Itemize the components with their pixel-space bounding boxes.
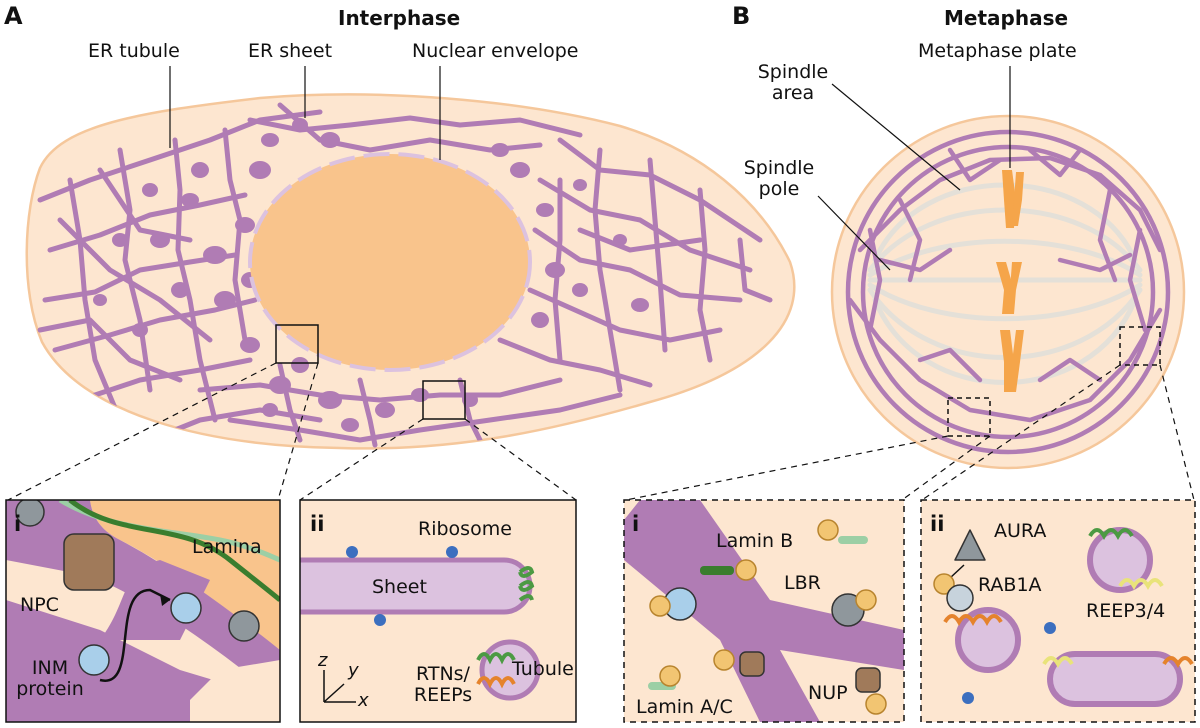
label-er-sheet: ER sheet: [248, 40, 333, 62]
label-spindle-pole: Spindle pole: [734, 158, 824, 200]
inset-b-ii-roman: ii: [930, 512, 945, 536]
label-metaphase-plate: Metaphase plate: [918, 40, 1077, 62]
inset-a-i-roman: i: [14, 512, 22, 536]
label-nup: NUP: [808, 682, 848, 704]
metaphase-cell: [625, 66, 1195, 501]
er-sheets: [93, 118, 649, 432]
label-inm-protein: INM protein: [10, 658, 90, 700]
label-tubule: Tubule: [512, 658, 574, 680]
chromosomes: [996, 170, 1024, 392]
inset-a-ii-roman: ii: [310, 512, 325, 536]
label-rtns-line2: REEPs: [413, 683, 473, 706]
label-reep34: REEP3/4: [1086, 600, 1166, 622]
label-spindle-area-line2: area: [771, 81, 815, 104]
label-lamina: Lamina: [192, 536, 262, 558]
label-rtns-line1: RTNs/: [416, 663, 470, 685]
label-ribosome: Ribosome: [418, 518, 512, 540]
label-rtns-reeps: RTNs/ REEPs: [410, 664, 476, 706]
mitotic-er: [845, 129, 1171, 455]
label-lamin-b: Lamin B: [716, 530, 794, 552]
inset-a-ii: [299, 499, 577, 723]
inset-b-i: [623, 499, 905, 723]
label-er-tubule: ER tubule: [88, 40, 180, 62]
zoom-box-a-ii: [422, 380, 466, 420]
label-spindle-area-line1: Spindle: [757, 61, 829, 83]
zoom-box-b-ii: [1119, 326, 1161, 366]
zoom-lines-a: [7, 362, 577, 501]
label-spindle-area: Spindle area: [748, 62, 838, 104]
leader-lines-b: [817, 66, 1011, 271]
axis-x-label: x: [358, 690, 369, 711]
label-lbr: LBR: [784, 572, 821, 594]
label-npc: NPC: [20, 594, 59, 616]
leader-lines-a: [169, 66, 441, 160]
label-sheet: Sheet: [372, 576, 427, 598]
inset-b-ii: [920, 499, 1196, 723]
panel-a-letter: A: [4, 2, 23, 30]
zoom-box-a-i: [275, 324, 319, 364]
axis-z-label: z: [318, 650, 328, 671]
label-nuclear-envelope: Nuclear envelope: [412, 40, 579, 62]
inset-b-i-roman: i: [632, 512, 640, 536]
nuclear-envelope: [248, 152, 532, 372]
zoom-box-b-i: [947, 397, 991, 437]
label-spindle-pole-line1: Spindle: [743, 157, 815, 179]
panel-b-letter: B: [732, 2, 751, 30]
panel-b-title: Metaphase: [944, 6, 1069, 30]
interphase-cell: [7, 66, 796, 501]
panel-a-title: Interphase: [338, 6, 461, 30]
label-spindle-pole-line2: pole: [758, 177, 800, 200]
label-aura: AURA: [994, 520, 1047, 542]
label-inm-line2: protein: [16, 677, 84, 700]
zoom-lines-b: [625, 364, 1195, 501]
label-inm-line1: INM: [31, 657, 69, 679]
label-lamin-ac: Lamin A/C: [636, 696, 733, 718]
nucleus: [250, 154, 530, 370]
label-rab1a: RAB1A: [978, 574, 1042, 596]
axis-y-label: y: [348, 660, 359, 681]
inset-a-i: [5, 499, 281, 723]
